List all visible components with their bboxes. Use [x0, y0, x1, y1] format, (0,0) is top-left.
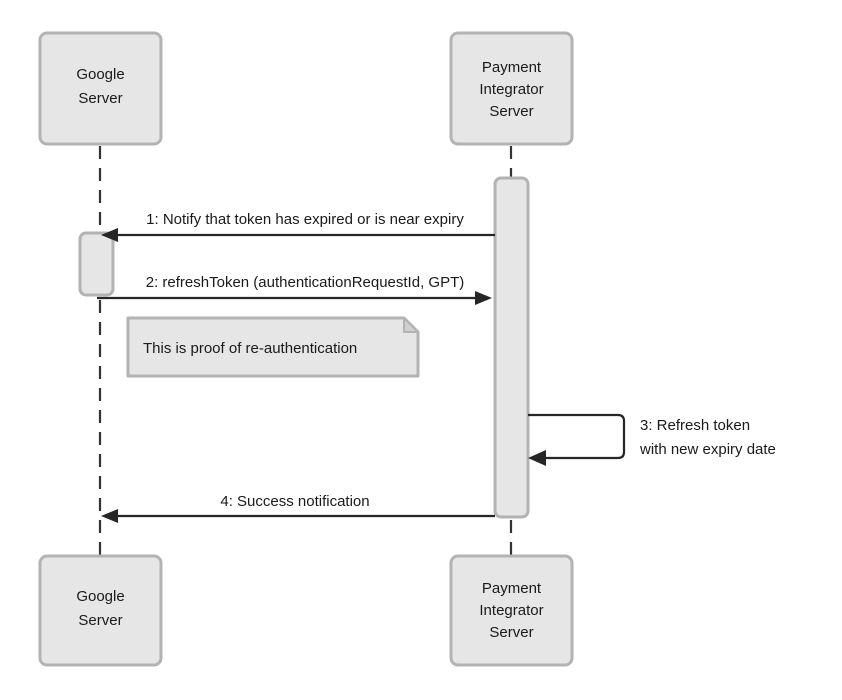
participant-label-payment-integrator-server-bottom-line1: Payment	[482, 580, 542, 597]
participant-label-payment-integrator-server-top-line3: Server	[489, 103, 533, 120]
participant-label-google-server-top-line2: Server	[78, 90, 122, 107]
message-3-label-line2: with new expiry date	[639, 441, 776, 458]
participant-footer-google-server[interactable]: Google Server	[38, 554, 163, 667]
message-4-label: 4: Success notification	[220, 493, 369, 510]
message-3-self-loop-line	[528, 413, 626, 460]
message-4[interactable]: 4: Success notification	[101, 493, 495, 523]
message-2-label: 2: refreshToken (authenticationRequestId…	[146, 274, 465, 291]
participant-label-google-server-bottom-line1: Google	[76, 588, 124, 605]
activation-bar-payment-integrator-server	[493, 176, 530, 519]
message-3-arrowhead	[528, 450, 546, 466]
message-2[interactable]: 2: refreshToken (authenticationRequestId…	[97, 274, 492, 305]
message-2-arrowhead	[475, 291, 492, 305]
participant-box-google-server-bottom	[38, 554, 163, 667]
participant-box-google-server-top	[38, 31, 163, 146]
participant-label-google-server-top-line1: Google	[76, 66, 124, 83]
note-reauth-fold-corner	[403, 317, 419, 333]
note-reauth-text: This is proof of re-authentication	[143, 340, 357, 357]
message-3-label-line1: 3: Refresh token	[640, 417, 750, 434]
participant-footer-payment-integrator-server[interactable]: Payment Integrator Server	[449, 554, 574, 667]
message-1[interactable]: 1: Notify that token has expired or is n…	[101, 211, 495, 242]
participant-box-payment-integrator-server-top	[449, 31, 574, 146]
message-1-label: 1: Notify that token has expired or is n…	[146, 211, 464, 228]
activation-bar-google-server	[78, 231, 115, 297]
note-reauth[interactable]: This is proof of re-authentication	[126, 316, 420, 378]
participant-header-google-server[interactable]: Google Server	[38, 31, 163, 146]
participant-label-payment-integrator-server-bottom-line2: Integrator	[479, 602, 543, 619]
participant-box-payment-integrator-server-bottom	[449, 554, 574, 667]
message-4-arrowhead	[101, 509, 118, 523]
participant-label-google-server-bottom-line2: Server	[78, 612, 122, 629]
participant-header-payment-integrator-server[interactable]: Payment Integrator Server	[449, 31, 574, 146]
participant-label-payment-integrator-server-bottom-line3: Server	[489, 624, 533, 641]
note-reauth-shape	[126, 316, 420, 378]
message-3-self[interactable]: 3: Refresh token with new expiry date	[528, 413, 776, 466]
participant-label-payment-integrator-server-top-line2: Integrator	[479, 81, 543, 98]
message-1-arrowhead	[101, 228, 118, 242]
participant-label-payment-integrator-server-top-line1: Payment	[482, 59, 542, 76]
